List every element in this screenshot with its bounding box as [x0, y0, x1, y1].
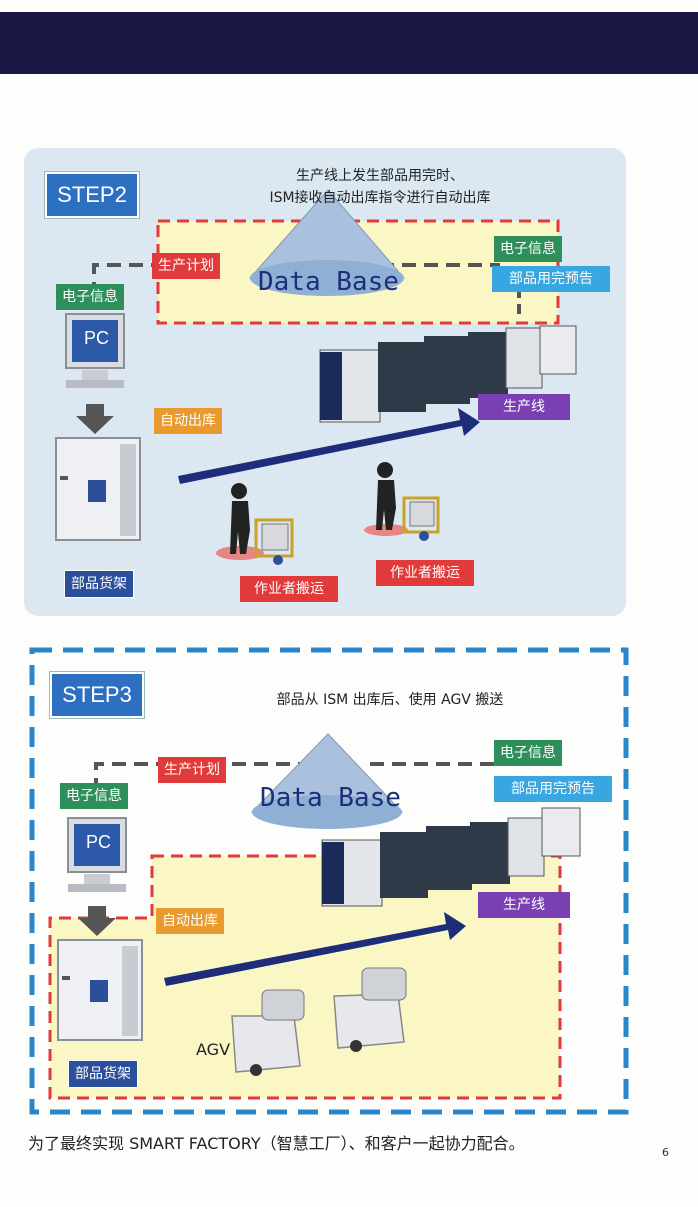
- step3-tag-parts-rack: 部品货架: [68, 1060, 138, 1088]
- step3-agv-label: AGV: [196, 1040, 231, 1059]
- step2-badge: STEP2: [45, 172, 139, 218]
- step3-tag-electronic-info-right: 电子信息: [494, 740, 562, 766]
- step2-tag-production-plan: 生产计划: [152, 253, 220, 279]
- step2-tag-production-line: 生产线: [478, 394, 570, 420]
- footer-text: 为了最终实现 SMART FACTORY（智慧工厂）、和客户一起协力配合。: [28, 1134, 525, 1153]
- step3-outer-frame: [29, 647, 629, 1115]
- step2-database-base: [250, 260, 404, 296]
- step2-tag-parts-warning: 部品用完预告: [492, 266, 610, 292]
- step3-tag-production-plan: 生产计划: [158, 757, 226, 783]
- step3-production-machines: [321, 807, 581, 907]
- step3-tag-electronic-info-left: 电子信息: [60, 783, 128, 809]
- header-bar: [0, 12, 698, 74]
- step2-tag-auto-out: 自动出库: [154, 408, 222, 434]
- step3-caption: 部品从 ISM 出库后、使用 AGV 搬送: [276, 692, 504, 708]
- step2-down-arrow: [76, 404, 114, 434]
- step3-tag-parts-warning: 部品用完预告: [494, 776, 612, 802]
- step3-info-line-left: [94, 762, 160, 792]
- step2-tag-worker-carry-2: 作业者搬运: [376, 560, 474, 586]
- step3-database-base: [252, 795, 402, 829]
- step2-pc-icon: [65, 313, 125, 388]
- step2-tag-worker-carry-1: 作业者搬运: [240, 576, 338, 602]
- step2-ism-cabinet: [55, 437, 141, 541]
- step3-long-arrow: [164, 912, 466, 986]
- step2-tag-parts-rack: 部品货架: [64, 570, 134, 598]
- step3-agv-2: [333, 967, 407, 1052]
- step3-ism-cabinet: [57, 939, 143, 1041]
- step2-caption-line1: 生产线上发生部品用完时、: [296, 168, 464, 184]
- step3-pc-icon: [67, 817, 127, 892]
- step3-down-arrow: [78, 906, 116, 936]
- step2-worker-1: [216, 483, 294, 565]
- step3-pc-label: PC: [86, 832, 112, 852]
- step2-database-label: Data Base: [258, 267, 399, 297]
- step2-tag-electronic-info-right: 电子信息: [494, 236, 562, 262]
- page-number: 6: [662, 1146, 669, 1159]
- step2-worker-2: [364, 462, 440, 541]
- step2-long-arrow: [178, 408, 480, 484]
- step3-tag-production-line: 生产线: [478, 892, 570, 918]
- step3-tag-auto-out: 自动出库: [156, 908, 224, 934]
- step3-badge: STEP3: [50, 672, 144, 718]
- step3-agv-1: [231, 989, 305, 1076]
- step2-caption-line2: ISM接收自动出库指令进行自动出库: [269, 190, 491, 206]
- step3-database-label: Data Base: [260, 783, 401, 813]
- step2-pc-label: PC: [84, 328, 110, 348]
- step2-tag-electronic-info-left: 电子信息: [56, 284, 124, 310]
- step2-production-machines: [319, 325, 577, 423]
